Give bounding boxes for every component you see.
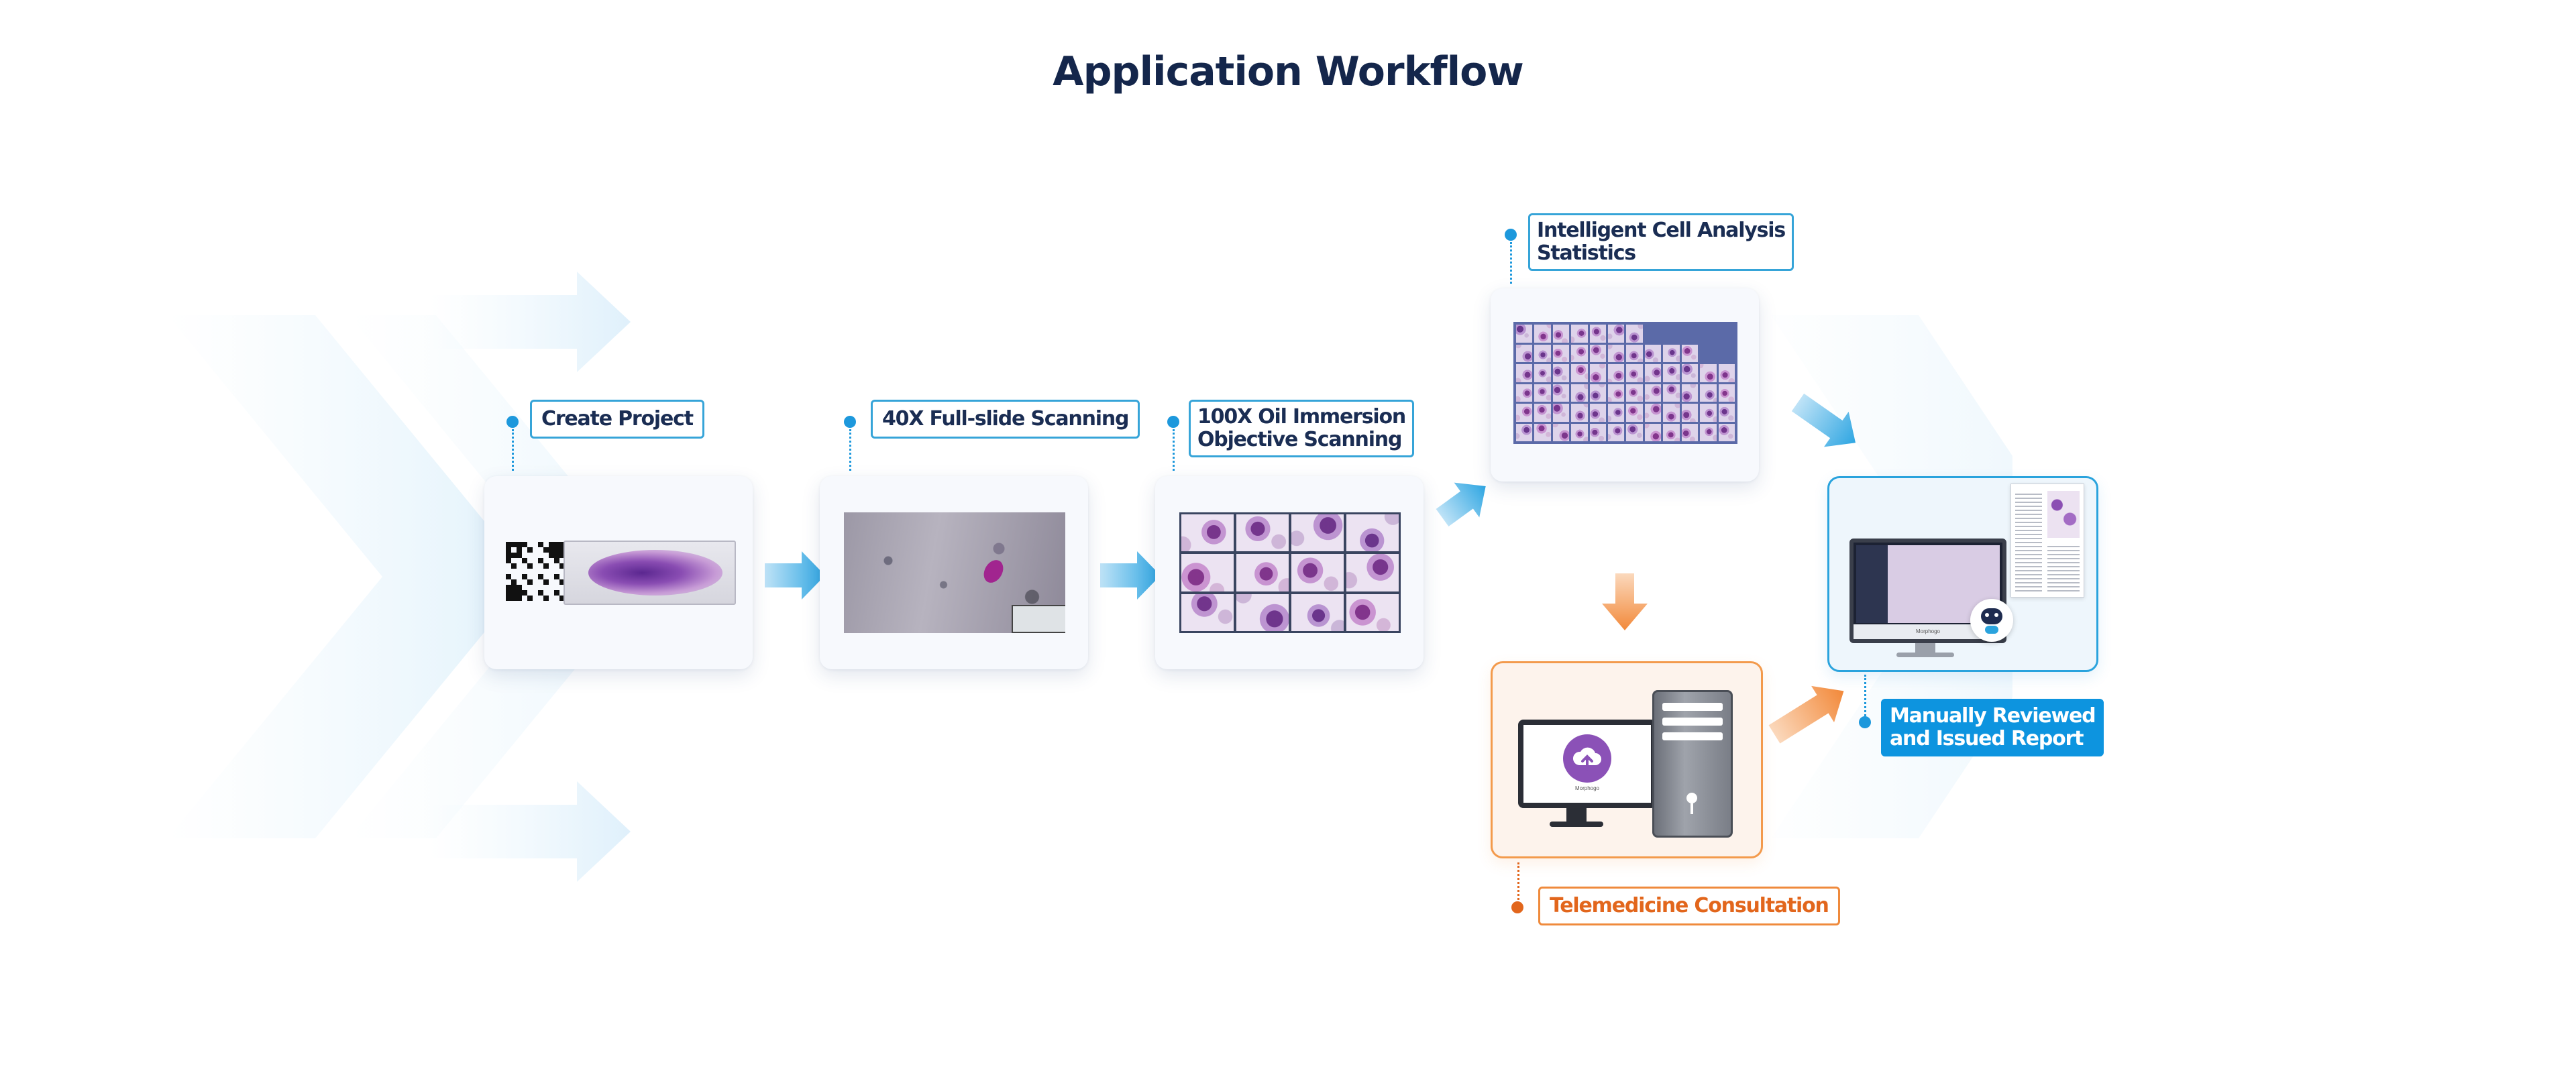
label-line: Intelligent Cell Analysis bbox=[1537, 219, 1786, 242]
label-create-project: Create Project bbox=[530, 400, 704, 439]
arrow-4 bbox=[1791, 393, 1856, 447]
card-report: Morphogo bbox=[1827, 476, 2098, 672]
report-document bbox=[2010, 484, 2084, 598]
cell-classification-gallery bbox=[1513, 322, 1737, 444]
minimap-inset bbox=[1012, 605, 1065, 633]
whole-slide-scan-image bbox=[844, 512, 1065, 633]
card-oil-immersion-scanning bbox=[1155, 476, 1424, 669]
brand-text: Morphogo bbox=[1854, 624, 2002, 639]
label-line: and Issued Report bbox=[1890, 727, 2084, 750]
glass-slide bbox=[564, 541, 736, 605]
page-title: Application Workflow bbox=[1053, 48, 1524, 95]
qr-code-icon bbox=[506, 542, 565, 601]
robot-icon bbox=[1970, 599, 2013, 642]
arrow-2 bbox=[1100, 551, 1161, 600]
card-telemedicine: Morphogo bbox=[1491, 661, 1763, 858]
cloud-upload-icon bbox=[1563, 734, 1611, 783]
monitor-base bbox=[1550, 822, 1603, 827]
card-create-project bbox=[484, 476, 753, 669]
arrow-6 bbox=[1768, 685, 1844, 744]
step-marker-dot bbox=[1167, 416, 1179, 428]
step-marker-dot bbox=[1505, 229, 1517, 241]
arrow-3 bbox=[1436, 482, 1486, 526]
step-connector bbox=[1864, 675, 1866, 716]
label-line: 100X Oil Immersion bbox=[1197, 405, 1406, 429]
monitor-icon: Morphogo bbox=[1518, 720, 1656, 808]
step-connector bbox=[1510, 242, 1512, 284]
label-line: Objective Scanning bbox=[1197, 428, 1402, 451]
blood-smear bbox=[588, 550, 722, 596]
step-marker-dot bbox=[844, 416, 856, 428]
label-full-slide-scanning: 40X Full-slide Scanning bbox=[871, 400, 1140, 439]
card-cell-analysis bbox=[1491, 288, 1759, 482]
monitor-stand bbox=[1566, 803, 1587, 823]
step-marker-dot bbox=[1511, 901, 1523, 913]
cell-tile-grid bbox=[1179, 512, 1401, 633]
step-connector bbox=[512, 429, 514, 471]
step-connector bbox=[1517, 862, 1519, 900]
step-connector bbox=[849, 429, 851, 471]
step-connector bbox=[1173, 429, 1175, 471]
server-tower-icon bbox=[1652, 690, 1733, 838]
arrow-1 bbox=[765, 551, 825, 600]
label-line: Manually Reviewed bbox=[1890, 704, 2096, 728]
label-telemedicine: Telemedicine Consultation bbox=[1538, 887, 1840, 925]
label-line: Statistics bbox=[1537, 241, 1636, 265]
card-full-slide-scanning bbox=[820, 476, 1088, 669]
step-marker-dot bbox=[1859, 716, 1871, 728]
arrow-5 bbox=[1602, 573, 1648, 630]
brand-text: Morphogo bbox=[1574, 785, 1600, 791]
step-marker-dot bbox=[506, 416, 519, 428]
